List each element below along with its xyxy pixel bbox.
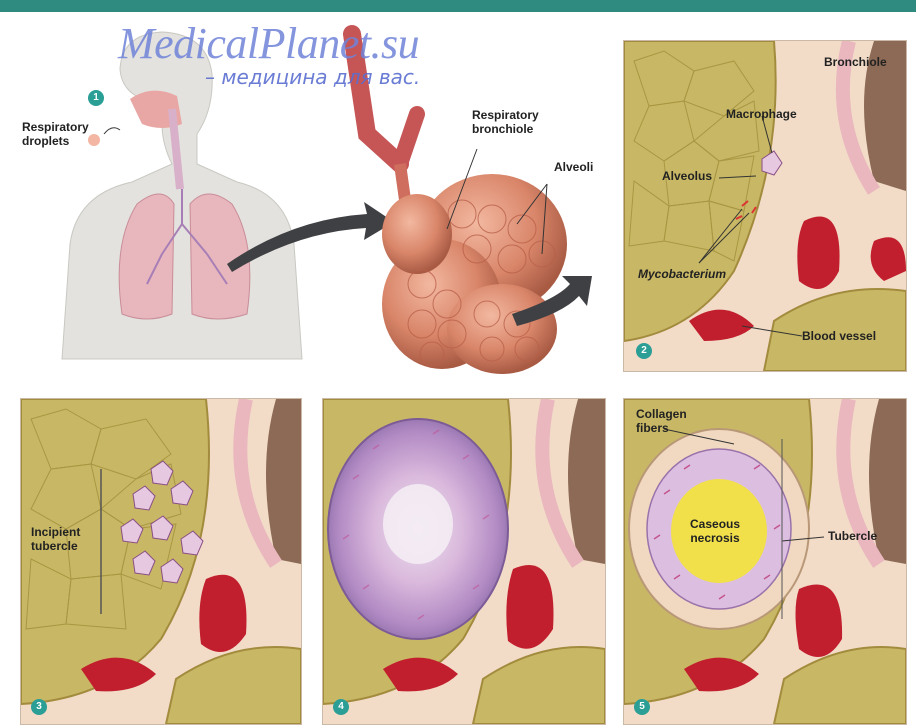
- label-respiratory-bronchiole: Respiratory bronchiole: [472, 108, 539, 136]
- label-mycobacterium: Mycobacterium: [638, 267, 726, 281]
- label-alveolus: Alveolus: [662, 169, 712, 183]
- step-badge-1: 1: [88, 90, 104, 106]
- alveolus-illustration: [624, 41, 906, 371]
- top-accent-bar: [0, 0, 916, 12]
- granuloma-illustration: [323, 399, 605, 724]
- label-alveoli: Alveoli: [554, 160, 593, 174]
- watermark-site: MedicalPlanet.su: [118, 18, 419, 69]
- label-incipient-tubercle: Incipient tubercle: [31, 525, 80, 553]
- step-badge-2: 2: [636, 343, 652, 359]
- incipient-tubercle-illustration: [21, 399, 301, 724]
- step-badge-4: 4: [333, 699, 349, 715]
- panel-4-granuloma: 4: [322, 398, 606, 725]
- label-bronchiole: Bronchiole: [824, 55, 887, 69]
- step-badge-5: 5: [634, 699, 650, 715]
- label-blood-vessel: Blood vessel: [802, 329, 876, 343]
- panel-2-infection: Bronchiole Macrophage Alveolus Mycobacte…: [623, 40, 907, 372]
- label-tubercle: Tubercle: [828, 529, 877, 543]
- label-collagen-fibers: Collagen fibers: [636, 407, 687, 435]
- alveoli-cluster: [382, 174, 567, 374]
- panel-5-tubercle: Collagen fibers Caseous necrosis Tubercl…: [623, 398, 907, 725]
- step-badge-3: 3: [31, 699, 47, 715]
- label-respiratory-droplets: Respiratory droplets: [22, 120, 89, 148]
- watermark-tagline: – медицина для вас.: [205, 65, 420, 89]
- panel-3-incipient-tubercle: Incipient tubercle 3: [20, 398, 302, 725]
- tubercle-illustration: [624, 399, 906, 724]
- label-caseous-necrosis: Caseous necrosis: [690, 517, 740, 545]
- label-macrophage: Macrophage: [726, 107, 797, 121]
